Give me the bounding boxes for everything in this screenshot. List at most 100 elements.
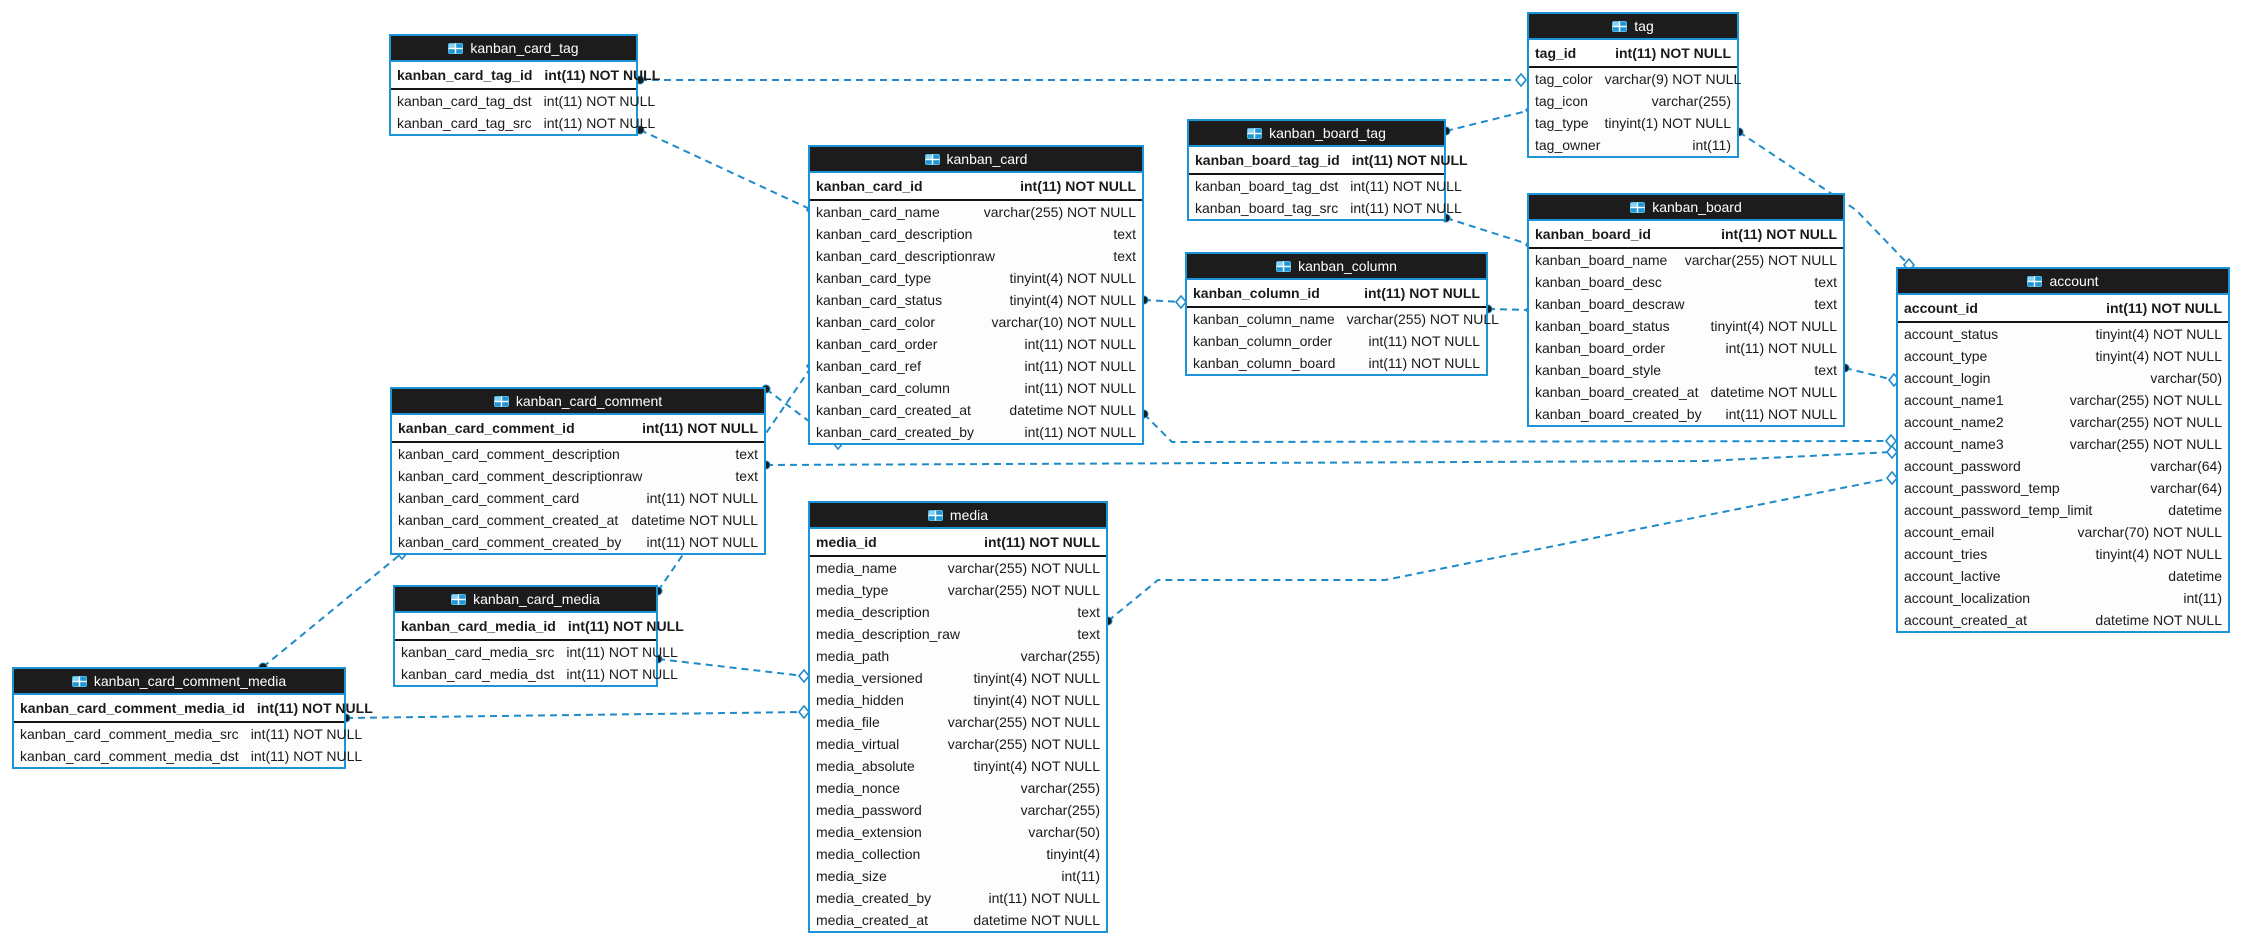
column-type: text — [1814, 362, 1837, 378]
table-header[interactable]: kanban_board — [1529, 195, 1843, 221]
table-title: kanban_card_media — [473, 591, 600, 607]
table-header[interactable]: tag — [1529, 14, 1737, 40]
table-header[interactable]: kanban_card_comment — [392, 389, 764, 415]
column-name: account_tries — [1904, 546, 1988, 562]
column-type: tinyint(4) NOT NULL — [1009, 270, 1136, 286]
table-header[interactable]: account — [1898, 269, 2228, 295]
table-header[interactable]: kanban_column — [1187, 254, 1486, 280]
table-header[interactable]: kanban_card — [810, 147, 1142, 173]
column-name: media_virtual — [816, 736, 900, 752]
table-header[interactable]: kanban_card_media — [395, 587, 656, 613]
relationship-line-kanban_board_tag-to-tag[interactable] — [1445, 109, 1532, 132]
table-grid-icon — [71, 675, 87, 687]
table-grid-icon — [2027, 275, 2043, 287]
relationship-line-kanban_card_media-to-media[interactable] — [657, 658, 805, 677]
column-name: media_file — [816, 714, 880, 730]
column-type: int(11) NOT NULL — [1024, 358, 1136, 374]
column-name: tag_id — [1535, 45, 1577, 61]
column-type: int(11) NOT NULL — [1350, 178, 1462, 194]
relationship-line-kanban_card_comment-to-account[interactable] — [765, 451, 1893, 466]
column-type: varchar(255) — [1020, 780, 1100, 796]
relationship-line-media-to-account[interactable] — [1107, 477, 1893, 622]
column-type: int(11) NOT NULL — [1725, 406, 1837, 422]
table-header[interactable]: media — [810, 503, 1106, 529]
column-type: int(11) NOT NULL — [543, 93, 656, 109]
column-type: tinyint(4) — [1046, 846, 1100, 862]
entity-table-kanban_card_comment_media[interactable]: kanban_card_comment_media kanban_card_com… — [12, 667, 373, 769]
column-name: kanban_board_status — [1535, 318, 1670, 334]
column-type: text — [1113, 226, 1136, 242]
table-header[interactable]: kanban_card_tag — [391, 36, 636, 62]
relationship-line-kanban_card-to-account[interactable] — [1143, 413, 1892, 444]
column-type: varchar(70) NOT NULL — [2077, 524, 2222, 540]
relationship-endpoint-diamond — [797, 668, 811, 684]
relationship-line-kanban_board-to-account[interactable] — [1844, 367, 1895, 381]
column-name: account_email — [1904, 524, 1995, 540]
entity-table-kanban_card[interactable]: kanban_card kanban_card_id int(11) NOT NUL… — [808, 145, 1144, 445]
column-type: varchar(255) NOT NULL — [2069, 436, 2222, 452]
column-name: kanban_board_tag_dst — [1195, 178, 1339, 194]
column-name: kanban_card_comment_media_src — [20, 726, 239, 742]
column-type: datetime NOT NULL — [2095, 612, 2222, 628]
relationship-line-kanban_card-to-kanban_column[interactable] — [1143, 299, 1182, 303]
relationship-line-kanban_card_comment_media-to-media[interactable] — [345, 711, 805, 719]
relationship-line-kanban_board_tag-to-kanban_board[interactable] — [1445, 217, 1532, 246]
column-name: kanban_card_description — [816, 226, 973, 242]
relationship-endpoint-diamond — [1884, 433, 1898, 449]
column-type: datetime — [2168, 568, 2222, 584]
column-type: varchar(64) — [2150, 458, 2222, 474]
column-type: text — [1814, 274, 1837, 290]
table-header[interactable]: kanban_board_tag — [1189, 121, 1444, 147]
relationship-line-kanban_card_tag-to-kanban_card[interactable] — [639, 129, 813, 211]
column-name: kanban_board_tag_src — [1195, 200, 1339, 216]
table-header[interactable]: kanban_card_comment_media — [14, 669, 344, 695]
column-type: int(11) NOT NULL — [988, 890, 1100, 906]
column-type: varchar(255) — [1020, 648, 1100, 664]
table-title: kanban_board — [1652, 199, 1742, 215]
column-name: kanban_card_comment_created_by — [398, 534, 622, 550]
column-name: kanban_card_comment_card — [398, 490, 580, 506]
column-name: kanban_card_id — [816, 178, 923, 194]
column-type: text — [1077, 604, 1100, 620]
table-row: kanban_board_tag_dst int(11) NOT NULL — [1189, 175, 1462, 197]
column-name: media_created_at — [816, 912, 929, 928]
column-name: kanban_card_status — [816, 292, 943, 308]
column-name: tag_icon — [1535, 93, 1588, 109]
column-type: datetime NOT NULL — [631, 512, 758, 528]
column-type: varchar(50) — [1028, 824, 1100, 840]
relationship-line-kanban_card_comment_media-to-kanban_card_comment[interactable] — [262, 552, 403, 668]
column-type: text — [735, 468, 758, 484]
